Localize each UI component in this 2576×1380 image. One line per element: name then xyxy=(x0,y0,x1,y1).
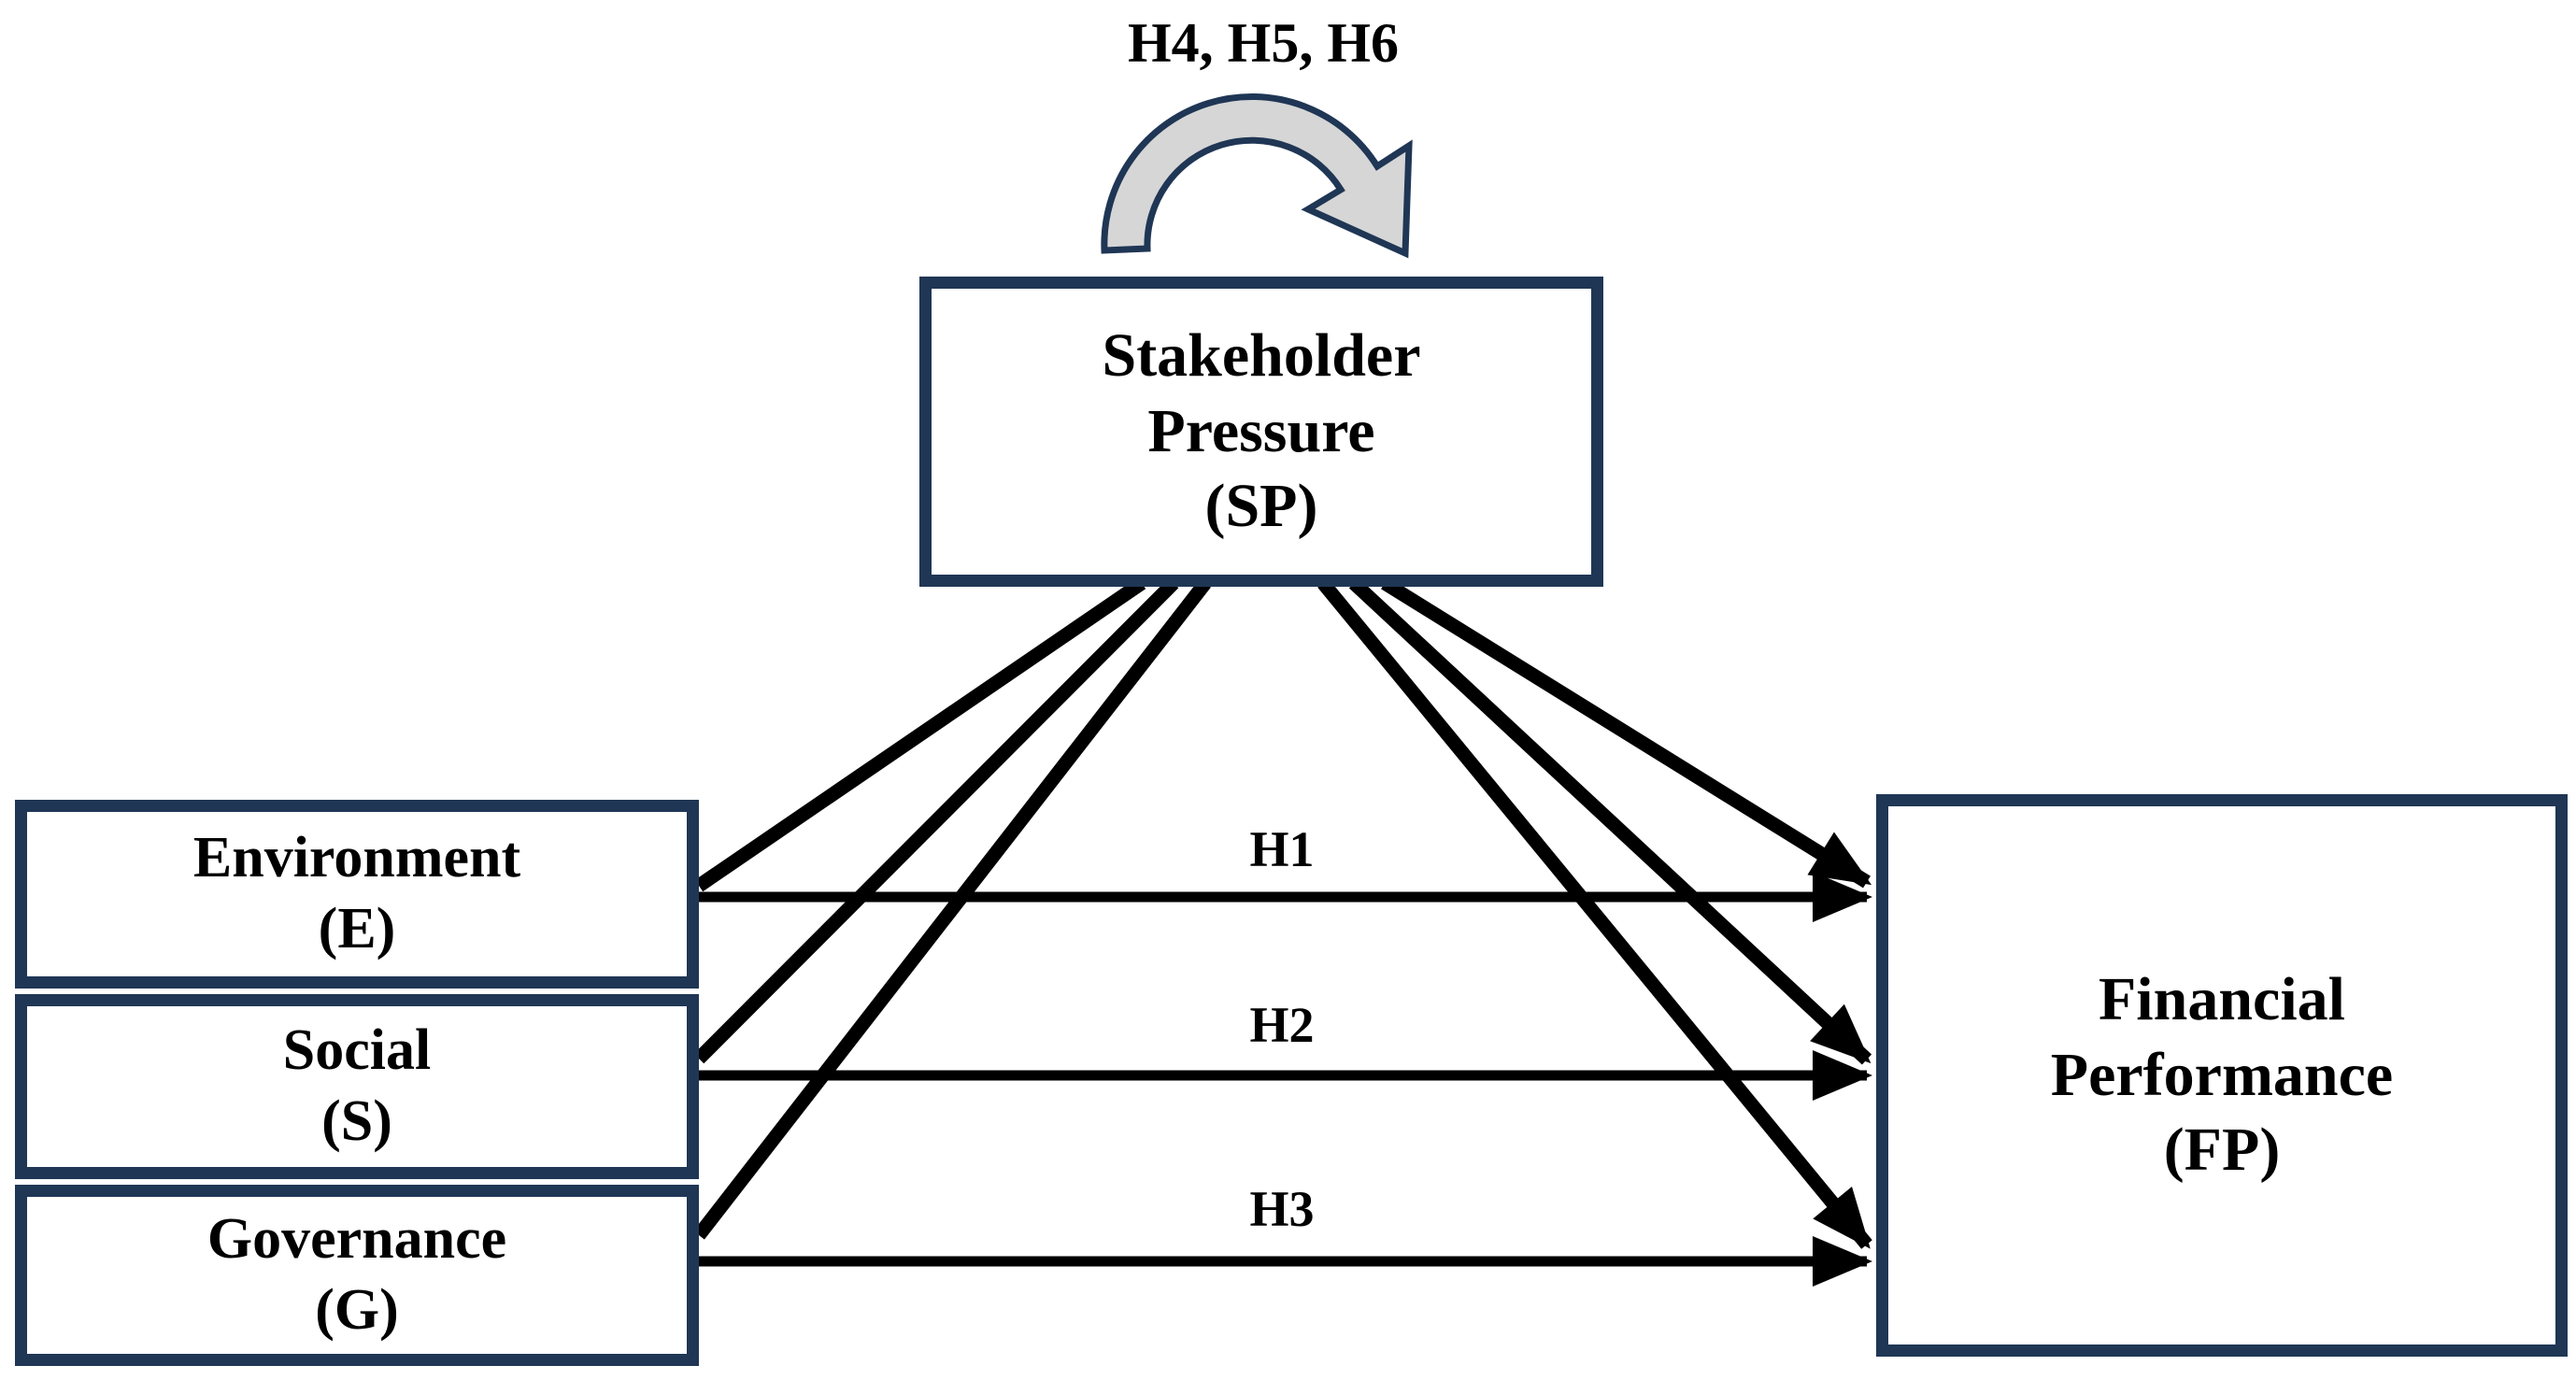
node-financial-performance-line1: Financial xyxy=(2098,965,2346,1034)
node-environment-abbrev: (E) xyxy=(318,897,396,960)
arrow-sp-to-fp-1 xyxy=(1381,576,1872,889)
node-environment-line1: Environment xyxy=(192,826,521,890)
line-environment-to-sp xyxy=(694,576,1146,892)
node-financial-performance-abbrev: (FP) xyxy=(2163,1116,2281,1185)
arrow-sp-to-fp-3 xyxy=(1317,578,1872,1249)
node-stakeholder-pressure-abbrev: (SP) xyxy=(1204,472,1318,541)
node-governance: Governance (G) xyxy=(15,1185,699,1366)
node-governance-abbrev: (G) xyxy=(315,1278,399,1342)
label-h2: H2 xyxy=(1249,997,1315,1053)
line-governance-to-sp xyxy=(693,578,1211,1240)
node-stakeholder-pressure-line1: Stakeholder xyxy=(1102,321,1421,391)
label-h3: H3 xyxy=(1249,1181,1315,1237)
node-social: Social (S) xyxy=(15,994,699,1179)
arrow-sp-to-fp-2 xyxy=(1348,577,1872,1065)
node-financial-performance: Financial Performance (FP) xyxy=(1876,794,2568,1357)
label-moderation-hypotheses: H4, H5, H6 xyxy=(1127,12,1399,74)
node-financial-performance-line2: Performance xyxy=(2050,1040,2394,1109)
node-environment: Environment (E) xyxy=(15,800,699,989)
self-loop-arrow xyxy=(1101,93,1413,259)
node-social-line1: Social xyxy=(282,1018,432,1083)
node-stakeholder-pressure: Stakeholder Pressure (SP) xyxy=(919,277,1603,587)
label-h1: H1 xyxy=(1249,821,1315,877)
node-social-abbrev: (S) xyxy=(321,1089,392,1153)
node-stakeholder-pressure-line2: Pressure xyxy=(1147,396,1375,465)
node-governance-line1: Governance xyxy=(206,1207,507,1272)
line-social-to-sp xyxy=(693,577,1179,1064)
